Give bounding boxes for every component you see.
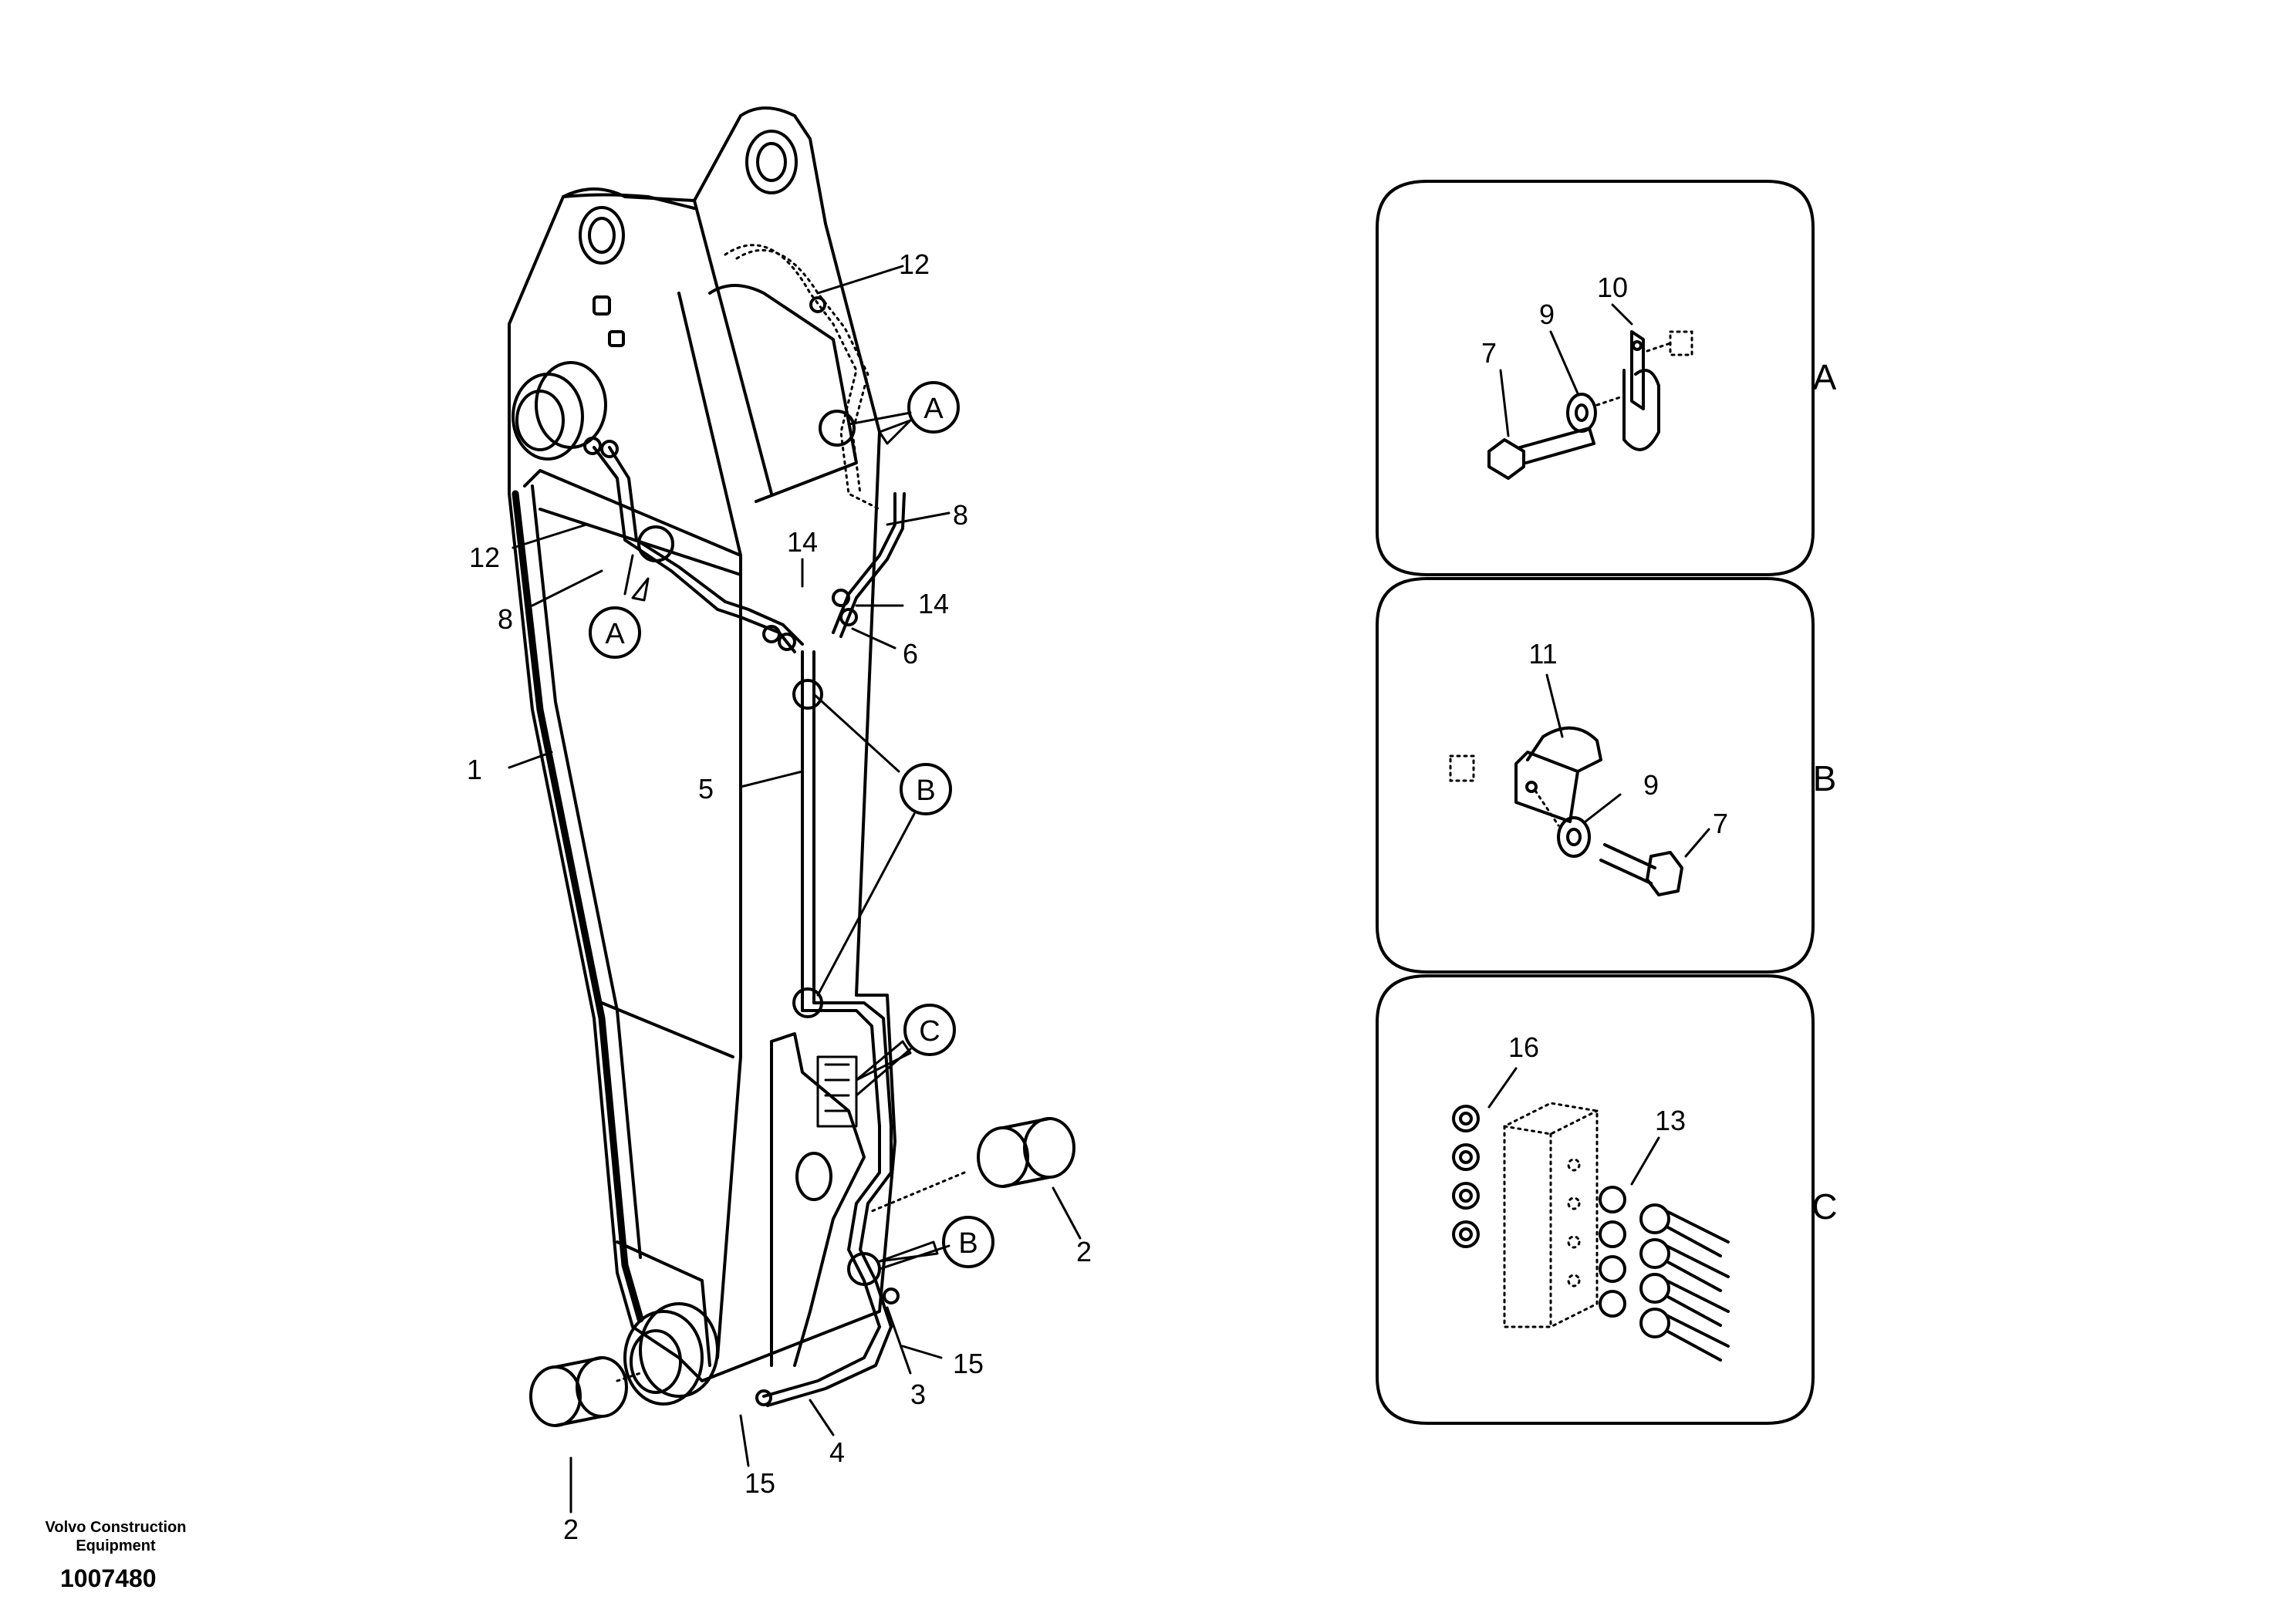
callout-b-top-label: B xyxy=(916,775,935,807)
manifold-block-icon xyxy=(1503,1102,1599,1328)
callout-c: C xyxy=(855,1004,956,1082)
document-number: 1007480 xyxy=(60,1564,157,1592)
detail-panel-a: 7 9 10 A xyxy=(1376,180,1837,576)
label-part-12-left: 12 xyxy=(469,542,500,573)
panel-c-letter: C xyxy=(1811,1186,1837,1227)
washer-icon xyxy=(1557,816,1591,858)
label-part-14-right: 14 xyxy=(918,588,949,619)
label-part-12-top: 12 xyxy=(899,248,930,280)
detail-panel-c: 16 13 C xyxy=(1376,974,1838,1425)
detail-panel-b: 11 9 7 B xyxy=(1376,577,1837,974)
callout-a-top-label: A xyxy=(923,393,944,425)
fittings xyxy=(583,296,900,1406)
washer-icon xyxy=(1566,393,1597,433)
label-part-2-right: 2 xyxy=(1076,1236,1092,1267)
panel-b-label-11: 11 xyxy=(1528,638,1557,670)
panel-a-label-7: 7 xyxy=(1481,337,1497,369)
company-name: Volvo Construction Equipment xyxy=(45,1519,187,1554)
panel-c-label-13: 13 xyxy=(1655,1105,1686,1136)
panel-a-label-9: 9 xyxy=(1539,299,1555,330)
label-part-2-left: 2 xyxy=(563,1514,579,1545)
panel-a-label-10: 10 xyxy=(1597,272,1628,303)
nut-icon xyxy=(1452,1105,1480,1248)
panel-b-label-7: 7 xyxy=(1713,808,1728,839)
bushing-left xyxy=(529,1356,642,1427)
bushing-right xyxy=(870,1117,1075,1213)
callout-b-bottom: B xyxy=(878,1216,994,1268)
label-part-15-right: 15 xyxy=(953,1348,984,1379)
label-part-8-right: 8 xyxy=(953,499,968,531)
label-part-14-left: 14 xyxy=(787,526,818,558)
callout-a-left-label: A xyxy=(605,618,625,650)
callout-a-left: A xyxy=(589,577,650,659)
label-part-4: 4 xyxy=(829,1436,845,1468)
callout-b-bottom-label: B xyxy=(958,1227,977,1260)
callout-c-label: C xyxy=(919,1015,940,1048)
clamp-icon xyxy=(1514,726,1602,823)
label-part-5: 5 xyxy=(698,773,714,805)
label-part-6: 6 xyxy=(903,638,918,670)
panel-b-label-9: 9 xyxy=(1643,769,1659,801)
bolt-icon xyxy=(1487,427,1595,480)
panel-b-letter: B xyxy=(1813,758,1837,798)
callout-b-top: B xyxy=(900,763,952,815)
panel-a-letter: A xyxy=(1813,357,1837,397)
label-part-3: 3 xyxy=(910,1379,926,1410)
hose-fitting-icon xyxy=(1599,1186,1730,1362)
panel-c-label-16: 16 xyxy=(1508,1031,1539,1063)
label-part-15-bottom: 15 xyxy=(745,1467,775,1499)
clamp-icon xyxy=(1622,330,1660,451)
bolt-icon xyxy=(1599,843,1683,896)
callout-a-top: A xyxy=(878,381,960,445)
label-part-1: 1 xyxy=(467,754,482,785)
label-part-8-left: 8 xyxy=(498,603,513,635)
pipe-markers xyxy=(637,410,881,1286)
boom-arm xyxy=(508,106,896,1406)
hydraulic-pipes xyxy=(593,244,906,1407)
